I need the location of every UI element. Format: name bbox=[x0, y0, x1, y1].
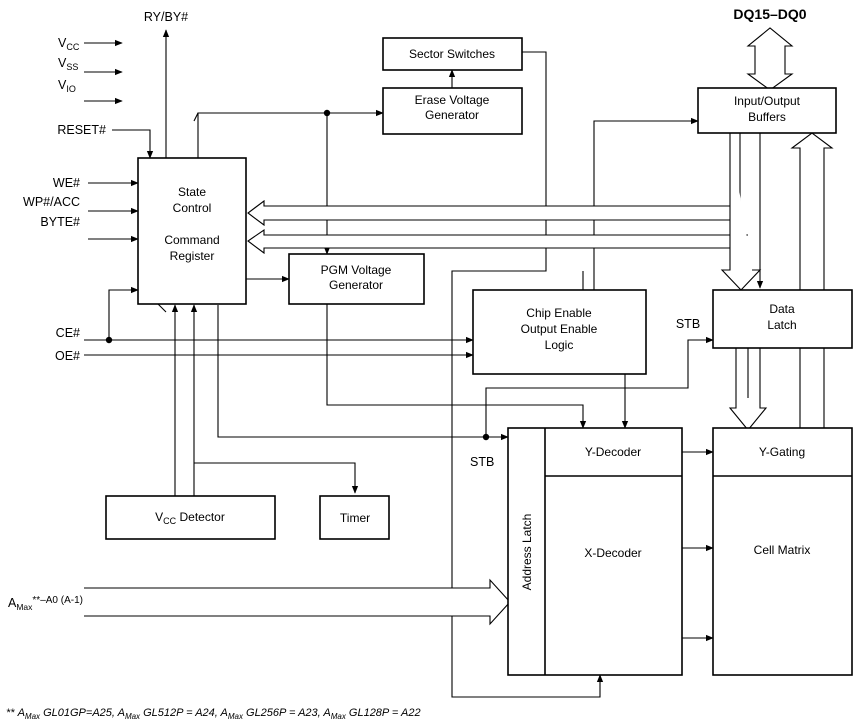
sector-switches-label: Sector Switches bbox=[409, 47, 495, 61]
io-buffers-label-1: Input/Output bbox=[734, 94, 801, 108]
wires bbox=[84, 27, 834, 698]
ygating-to-io-bus bbox=[790, 132, 834, 428]
cell-matrix-label: Cell Matrix bbox=[754, 543, 811, 557]
timer-label: Timer bbox=[340, 511, 370, 525]
reset-label: RESET# bbox=[57, 123, 106, 137]
timer-box bbox=[319, 495, 390, 540]
y-gating-label: Y-Gating bbox=[759, 445, 805, 459]
data-latch-label-1: Data bbox=[769, 302, 795, 316]
state-to-stb-wire bbox=[217, 305, 486, 438]
state-control-label-1: State bbox=[178, 185, 206, 199]
vcc-label: VCC bbox=[58, 36, 80, 52]
stb-to-datalatch-wire bbox=[485, 336, 714, 437]
erase-voltage-label-1: Erase Voltage bbox=[415, 93, 490, 107]
oe-label: OE# bbox=[55, 349, 80, 363]
data-latch-box bbox=[712, 289, 853, 349]
chip-enable-label-1: Chip Enable bbox=[526, 306, 592, 320]
state-tick bbox=[157, 303, 167, 313]
dq-bus-arrow bbox=[746, 27, 794, 91]
pgm-voltage-label-1: PGM Voltage bbox=[321, 263, 392, 277]
state-control-label-2: Control bbox=[173, 201, 212, 215]
vcc-detector-box bbox=[105, 495, 276, 540]
x-decoder-label: X-Decoder bbox=[584, 546, 641, 560]
state-control-box bbox=[137, 157, 247, 305]
io-buffers-label-2: Buffers bbox=[748, 110, 786, 124]
footnote: **AMax GL01GP=A25, AMax GL512P = A24, AM… bbox=[6, 707, 421, 721]
erase-voltage-label-2: Generator bbox=[425, 108, 479, 122]
address-bus-arrow bbox=[84, 578, 511, 626]
data-to-state-bus bbox=[247, 228, 748, 255]
y-decoder-label: Y-Decoder bbox=[585, 445, 641, 459]
sector-bus-wire bbox=[451, 51, 604, 698]
state-control-label-4: Register bbox=[170, 249, 215, 263]
stb-bottom-label: STB bbox=[470, 455, 494, 469]
we-label: WE# bbox=[53, 176, 80, 190]
data-latch-label-2: Latch bbox=[767, 318, 796, 332]
pgm-to-ydecoder-wire bbox=[326, 304, 587, 429]
erase-enable-tick bbox=[193, 112, 199, 122]
labels: DQ15–DQ0 RY/BY# VCC VSS VIO RESET# WE# W… bbox=[6, 6, 810, 721]
io-buffers-box bbox=[697, 87, 837, 134]
bus-label: DQ15–DQ0 bbox=[733, 6, 806, 22]
pgm-voltage-box bbox=[288, 253, 425, 305]
chip-enable-box bbox=[472, 289, 647, 375]
junction-dot bbox=[323, 109, 331, 117]
chip-enable-label-3: Logic bbox=[545, 338, 574, 352]
byte-label: BYTE# bbox=[40, 215, 80, 229]
cell-matrix-box bbox=[712, 427, 853, 676]
ry-by-label: RY/BY# bbox=[144, 10, 188, 24]
wp-acc-label: WP#/ACC bbox=[23, 195, 80, 209]
erase-voltage-box bbox=[382, 87, 523, 135]
erase-enable-wire bbox=[197, 109, 384, 158]
stb-top-label: STB bbox=[676, 317, 700, 331]
chip-enable-label-2: Output Enable bbox=[521, 322, 598, 336]
io-to-state-bus bbox=[247, 133, 741, 227]
pgm-voltage-label-2: Generator bbox=[329, 278, 383, 292]
sector-switches-box bbox=[382, 37, 523, 71]
vio-label: VIO bbox=[58, 78, 76, 94]
ce-label: CE# bbox=[56, 326, 80, 340]
reset-wire bbox=[112, 129, 154, 159]
vcc-detector-label: VCC Detector bbox=[155, 510, 225, 526]
vss-label: VSS bbox=[58, 56, 78, 72]
address-latch-label: Address Latch bbox=[520, 514, 534, 591]
io-to-datalatch-bus bbox=[720, 133, 762, 291]
amax-label: AMax**–A0 (A-1) bbox=[8, 595, 83, 612]
address-latch-box bbox=[507, 427, 683, 676]
state-to-timer-wire bbox=[194, 462, 359, 494]
blocks bbox=[105, 37, 853, 676]
ce-to-state-wire bbox=[108, 286, 139, 340]
state-control-label-3: Command bbox=[164, 233, 219, 247]
